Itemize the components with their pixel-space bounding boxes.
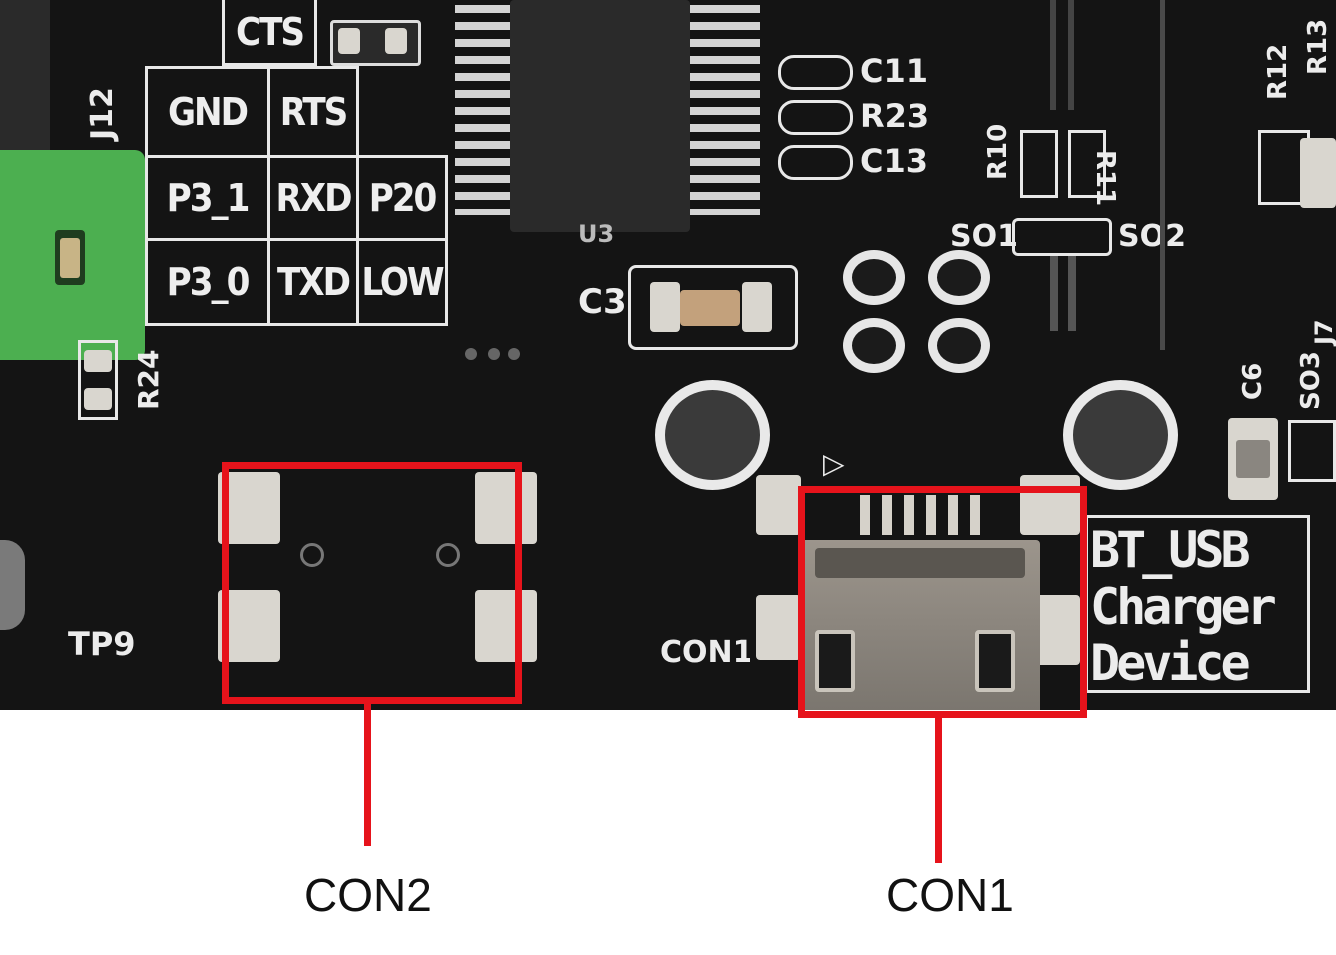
trace [1068, 0, 1074, 110]
so3-footprint [1288, 420, 1336, 482]
pcb-board: J12 CTS GND RTS P3_1 RXD P20 P3_0 TXD LO… [0, 0, 1336, 710]
ic-right-pins [690, 5, 760, 215]
con1-callout-label: CON1 [886, 869, 1014, 921]
left-edge-screw [0, 540, 25, 630]
j7-label: J7 [1310, 319, 1336, 345]
so1-label: SO1 [950, 219, 1018, 254]
cts-label: CTS [235, 9, 305, 54]
c3-footprint [628, 265, 798, 350]
usb-latch [815, 630, 855, 692]
right-pad [1300, 138, 1336, 208]
usb-latch [975, 630, 1015, 692]
via [508, 348, 520, 360]
con2-via [436, 543, 460, 567]
c3-pad [650, 282, 680, 332]
cts-resistor-pad [385, 28, 407, 54]
r13-label: R13 [1303, 18, 1333, 75]
via [465, 348, 477, 360]
con2-callout-label: CON2 [304, 869, 432, 921]
ic-left-pins [455, 5, 510, 215]
through-hole [928, 318, 990, 373]
r11-label: R11 [1090, 150, 1120, 207]
device-label-line3: Device [1090, 634, 1251, 692]
con2-pad [475, 590, 537, 662]
so3-label: SO3 [1296, 351, 1326, 410]
r24-footprint [78, 340, 118, 420]
r12-label: R12 [1263, 43, 1293, 100]
usb-receptacle-slot [815, 548, 1025, 578]
r23-footprint [778, 100, 853, 135]
cts-cell: CTS [222, 0, 317, 66]
pin1-marker: ▷ [823, 447, 845, 480]
p3-0-label: P3_0 [166, 260, 251, 304]
r11-footprint [1068, 130, 1106, 198]
r10-footprint [1020, 130, 1058, 198]
trace [1050, 0, 1056, 110]
rts-label: RTS [279, 90, 349, 134]
so2-label: SO2 [1118, 219, 1186, 254]
trace [1160, 0, 1165, 350]
low-label: LOW [361, 260, 444, 304]
gnd-cell: GND [145, 66, 270, 158]
c3-pad [742, 282, 772, 332]
con2-via [300, 543, 324, 567]
c13-label: C13 [860, 142, 929, 180]
trace [1050, 256, 1058, 331]
u3-label: U3 [578, 220, 615, 248]
c3-label: C3 [578, 282, 627, 322]
tp9-label: TP9 [68, 625, 136, 663]
through-hole [928, 250, 990, 305]
low-cell: LOW [356, 238, 448, 326]
con2-highlight-box [222, 462, 522, 704]
rts-cell: RTS [267, 66, 359, 158]
r24-pad [84, 388, 112, 410]
r24-pad [84, 350, 112, 372]
ic-chip [510, 0, 690, 232]
usb-pins [860, 495, 980, 535]
con1-side-pad [756, 595, 801, 660]
c13-footprint [778, 145, 853, 180]
r24-label: R24 [132, 349, 165, 410]
left-edge-component [0, 0, 50, 150]
con2-leader-line [364, 702, 371, 846]
txd-label: TXD [276, 260, 351, 304]
c3-body [680, 290, 740, 326]
con1-side-pad [1020, 475, 1080, 535]
device-label-line1: BT_USB [1090, 521, 1251, 579]
r10-label: R10 [983, 123, 1013, 180]
green-terminal-block [0, 150, 145, 360]
con1-side-pad [756, 475, 801, 535]
p3-0-cell: P3_0 [145, 238, 270, 326]
p20-cell: P20 [356, 155, 448, 241]
trace [1068, 256, 1076, 331]
con1-silk-label: CON1 [660, 638, 750, 668]
p20-label: P20 [368, 176, 438, 220]
con2-pad [475, 472, 537, 544]
through-hole [843, 250, 905, 305]
rxd-label: RXD [275, 176, 352, 220]
device-label-line2: Charger [1090, 578, 1277, 636]
mounting-hole [1063, 380, 1178, 490]
rxd-cell: RXD [267, 155, 359, 241]
mounting-hole [655, 380, 770, 490]
cts-resistor-pad [338, 28, 360, 54]
via [488, 348, 500, 360]
c6-label: C6 [1238, 362, 1268, 400]
j12-label: J12 [85, 87, 120, 140]
through-hole [843, 318, 905, 373]
p3-1-label: P3_1 [166, 176, 251, 220]
gnd-label: GND [167, 90, 249, 134]
p3-1-cell: P3_1 [145, 155, 270, 241]
so-footprint [1012, 218, 1112, 256]
con1-leader-line [935, 716, 942, 863]
c11-footprint [778, 55, 853, 90]
r23-label: R23 [860, 97, 930, 135]
c11-label: C11 [860, 52, 929, 90]
c6-body [1236, 440, 1270, 478]
txd-cell: TXD [267, 238, 359, 326]
con1-highlight-box [798, 486, 1087, 718]
